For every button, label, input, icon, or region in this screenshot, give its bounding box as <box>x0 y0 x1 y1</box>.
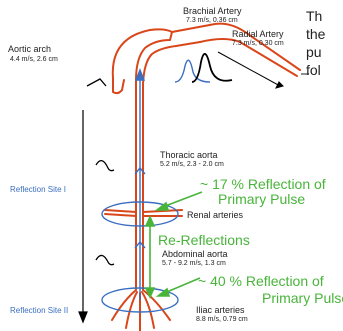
re-reflection-head-up <box>146 217 154 226</box>
renal-label: Renal arteries <box>187 210 243 220</box>
thoracic-label: Thoracic aorta <box>160 150 218 160</box>
re-reflection-head-down <box>146 288 154 297</box>
thoracic-values: 5.2 m/s, 2.3 - 2.0 cm <box>160 161 224 168</box>
waveform-black <box>192 54 232 82</box>
waveform-blue <box>175 60 210 82</box>
reflection-site-1-label: Reflection Site I <box>10 185 66 194</box>
abdominal-values: 5.7 - 9.2 m/s, 1.3 cm <box>162 260 226 267</box>
brachial-values: 7.3 m/s, 0.36 cm <box>186 17 238 24</box>
pulse-glyph-arch <box>87 79 106 86</box>
renal-left-bottom <box>105 214 136 216</box>
primary-pulse-2-text: Primary Pulse <box>262 290 343 306</box>
renal-left-top <box>105 210 136 212</box>
pulse-glyphs <box>87 79 114 265</box>
radial-values: 7.3 m/s, 0.30 cm <box>232 40 284 47</box>
radial-waveforms <box>175 54 232 82</box>
abdominal-label: Abdominal aorta <box>162 249 228 259</box>
primary-pulse-1-text: Primary Pulse <box>218 191 305 207</box>
arm-direction-arrow <box>218 52 283 88</box>
arm-arrow-head <box>276 82 283 88</box>
reflection-17-text: ~ 17 % Reflection of <box>200 176 326 192</box>
aortic-arch-values: 4.4 m/s, 2.6 cm <box>10 56 58 63</box>
iliac-values: 8.8 m/s, 0.79 cm <box>196 316 248 323</box>
re-reflections-text: Re-Reflections <box>158 232 250 248</box>
aortic-root <box>113 78 124 93</box>
radial-label: Radial Artery <box>232 29 284 39</box>
pulse-glyph-thoracic <box>96 161 114 171</box>
pulse-glyph-abdominal <box>96 255 114 264</box>
reflection-arrow-head <box>79 312 87 322</box>
brachial-label: Brachial Artery <box>183 6 242 16</box>
reflection-arrow <box>79 110 87 322</box>
right-text-line-3: pu <box>306 44 322 60</box>
aortic-arch-label: Aortic arch <box>8 44 51 54</box>
iliac-label: Iliac arteries <box>196 305 245 315</box>
reflection-site-2-label: Reflection Site II <box>10 306 68 315</box>
reflection-40-text: ~ 40 % Reflection of <box>198 273 324 289</box>
right-text-line-2: the <box>306 26 325 42</box>
right-text-line-1: Th <box>306 8 322 24</box>
right-text-line-4: fol <box>306 62 321 78</box>
